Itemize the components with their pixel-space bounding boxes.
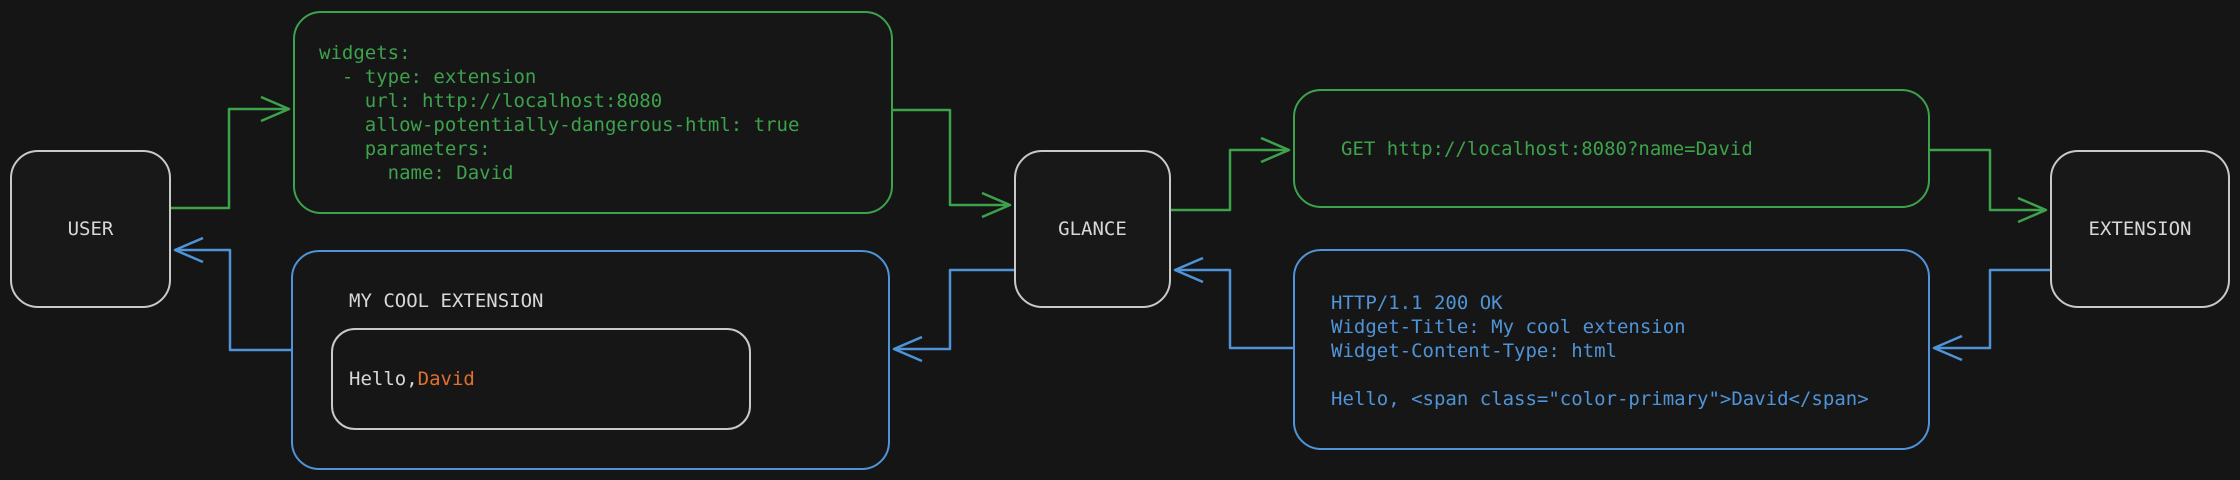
config-yaml-code: widgets: - type: extension url: http://l… <box>319 42 800 184</box>
edge-config-to-glance-arrowhead <box>981 191 1012 219</box>
glance-node-label: GLANCE <box>1058 218 1127 240</box>
edge-response-to-glance-arrowhead <box>1173 256 1204 284</box>
http-request-code: GET http://localhost:8080?name=David <box>1341 137 1753 160</box>
config-yaml-box: widgets: - type: extension url: http://l… <box>293 11 893 214</box>
edge-user-to-config-arrowhead <box>260 95 291 123</box>
edge-request-to-extension <box>1930 148 2046 212</box>
edge-extension-to-response <box>1934 268 2050 350</box>
edge-extension-to-response-arrowhead <box>1932 334 1963 362</box>
http-request-box: GET http://localhost:8080?name=David <box>1293 89 1930 208</box>
user-node: USER <box>10 150 171 308</box>
rendered-widget-box: MY COOL EXTENSION Hello, David <box>291 250 890 470</box>
edge-glance-to-widget <box>894 268 1014 351</box>
extension-node: EXTENSION <box>2050 150 2230 308</box>
edge-widget-to-user-arrowhead <box>173 236 204 264</box>
http-response-box: HTTP/1.1 200 OK Widget-Title: My cool ex… <box>1293 249 1930 450</box>
greeting-name: David <box>417 368 475 390</box>
edge-request-to-extension-arrowhead <box>2017 196 2048 224</box>
edge-response-to-glance <box>1175 268 1293 350</box>
widget-greeting-box: Hello, David <box>331 328 751 430</box>
edge-glance-to-request <box>1171 148 1289 212</box>
user-node-label: USER <box>67 218 114 240</box>
glance-node: GLANCE <box>1014 150 1171 308</box>
widget-title: MY COOL EXTENSION <box>349 290 544 312</box>
edge-user-to-config <box>171 107 289 210</box>
edge-widget-to-user <box>175 248 291 352</box>
edge-glance-to-request-arrowhead <box>1260 136 1291 164</box>
edge-config-to-glance <box>893 108 1010 207</box>
greeting-prefix: Hello, <box>349 368 418 390</box>
edge-glance-to-widget-arrowhead <box>892 335 923 363</box>
extension-node-label: EXTENSION <box>2088 218 2192 240</box>
http-response-code: HTTP/1.1 200 OK Widget-Title: My cool ex… <box>1331 292 1869 410</box>
